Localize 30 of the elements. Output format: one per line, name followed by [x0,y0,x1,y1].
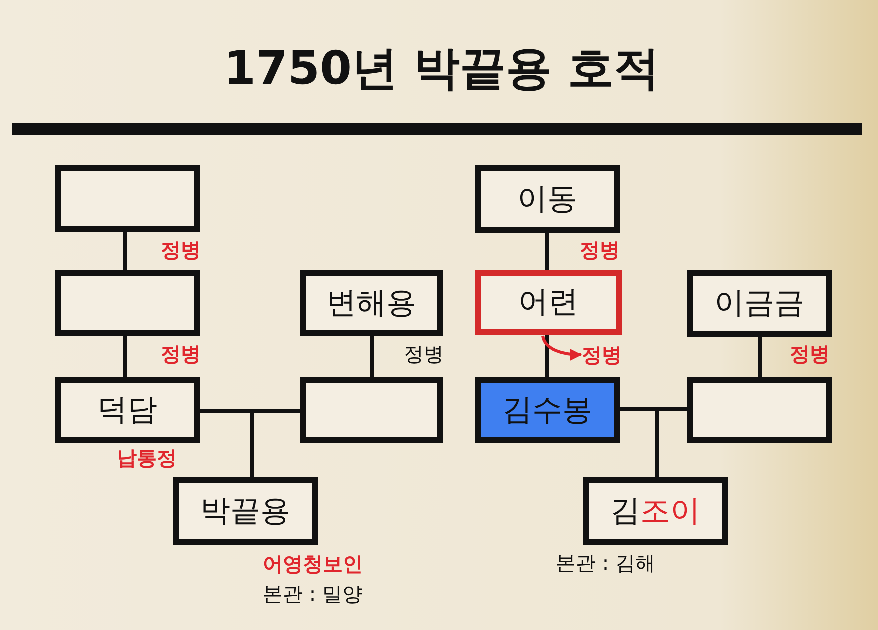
arrow [542,336,582,361]
name-box: 덕담 [55,377,200,443]
name-box: 박끝용 [173,477,318,545]
annotation-label: 납통정 [117,447,177,469]
empty-box [300,377,443,443]
name-box: 이금금 [687,270,832,337]
empty-box [687,377,832,443]
connector-line [370,336,374,377]
connector-line [545,335,549,377]
title: 1750년 박끝용 호적 [224,40,660,97]
annotation-label: 정병 [580,239,620,261]
connector-line [123,232,127,270]
annotation-label: 정병 [161,343,201,365]
name-box: 이동 [475,165,620,233]
annotation-label: 정병 [161,239,201,261]
annotation-label: 정병 [790,343,830,365]
annotation-label: 본관 : 김해 [556,552,656,574]
annotation-label: 정병 [404,343,444,365]
name-box: 어련 [475,270,622,335]
annotation-label: 정병 [582,343,622,367]
annotation-label: 어영청보인 [263,553,363,575]
empty-box [55,270,200,336]
name-box: 김조이 [583,477,728,545]
connector-line [545,233,549,270]
connector-line [123,336,127,377]
name-box: 김수봉 [475,377,620,443]
empty-box [55,165,200,232]
annotation-label: 본관 : 밀양 [263,583,362,605]
name-box: 변해용 [300,270,443,336]
connector-line [758,337,762,377]
